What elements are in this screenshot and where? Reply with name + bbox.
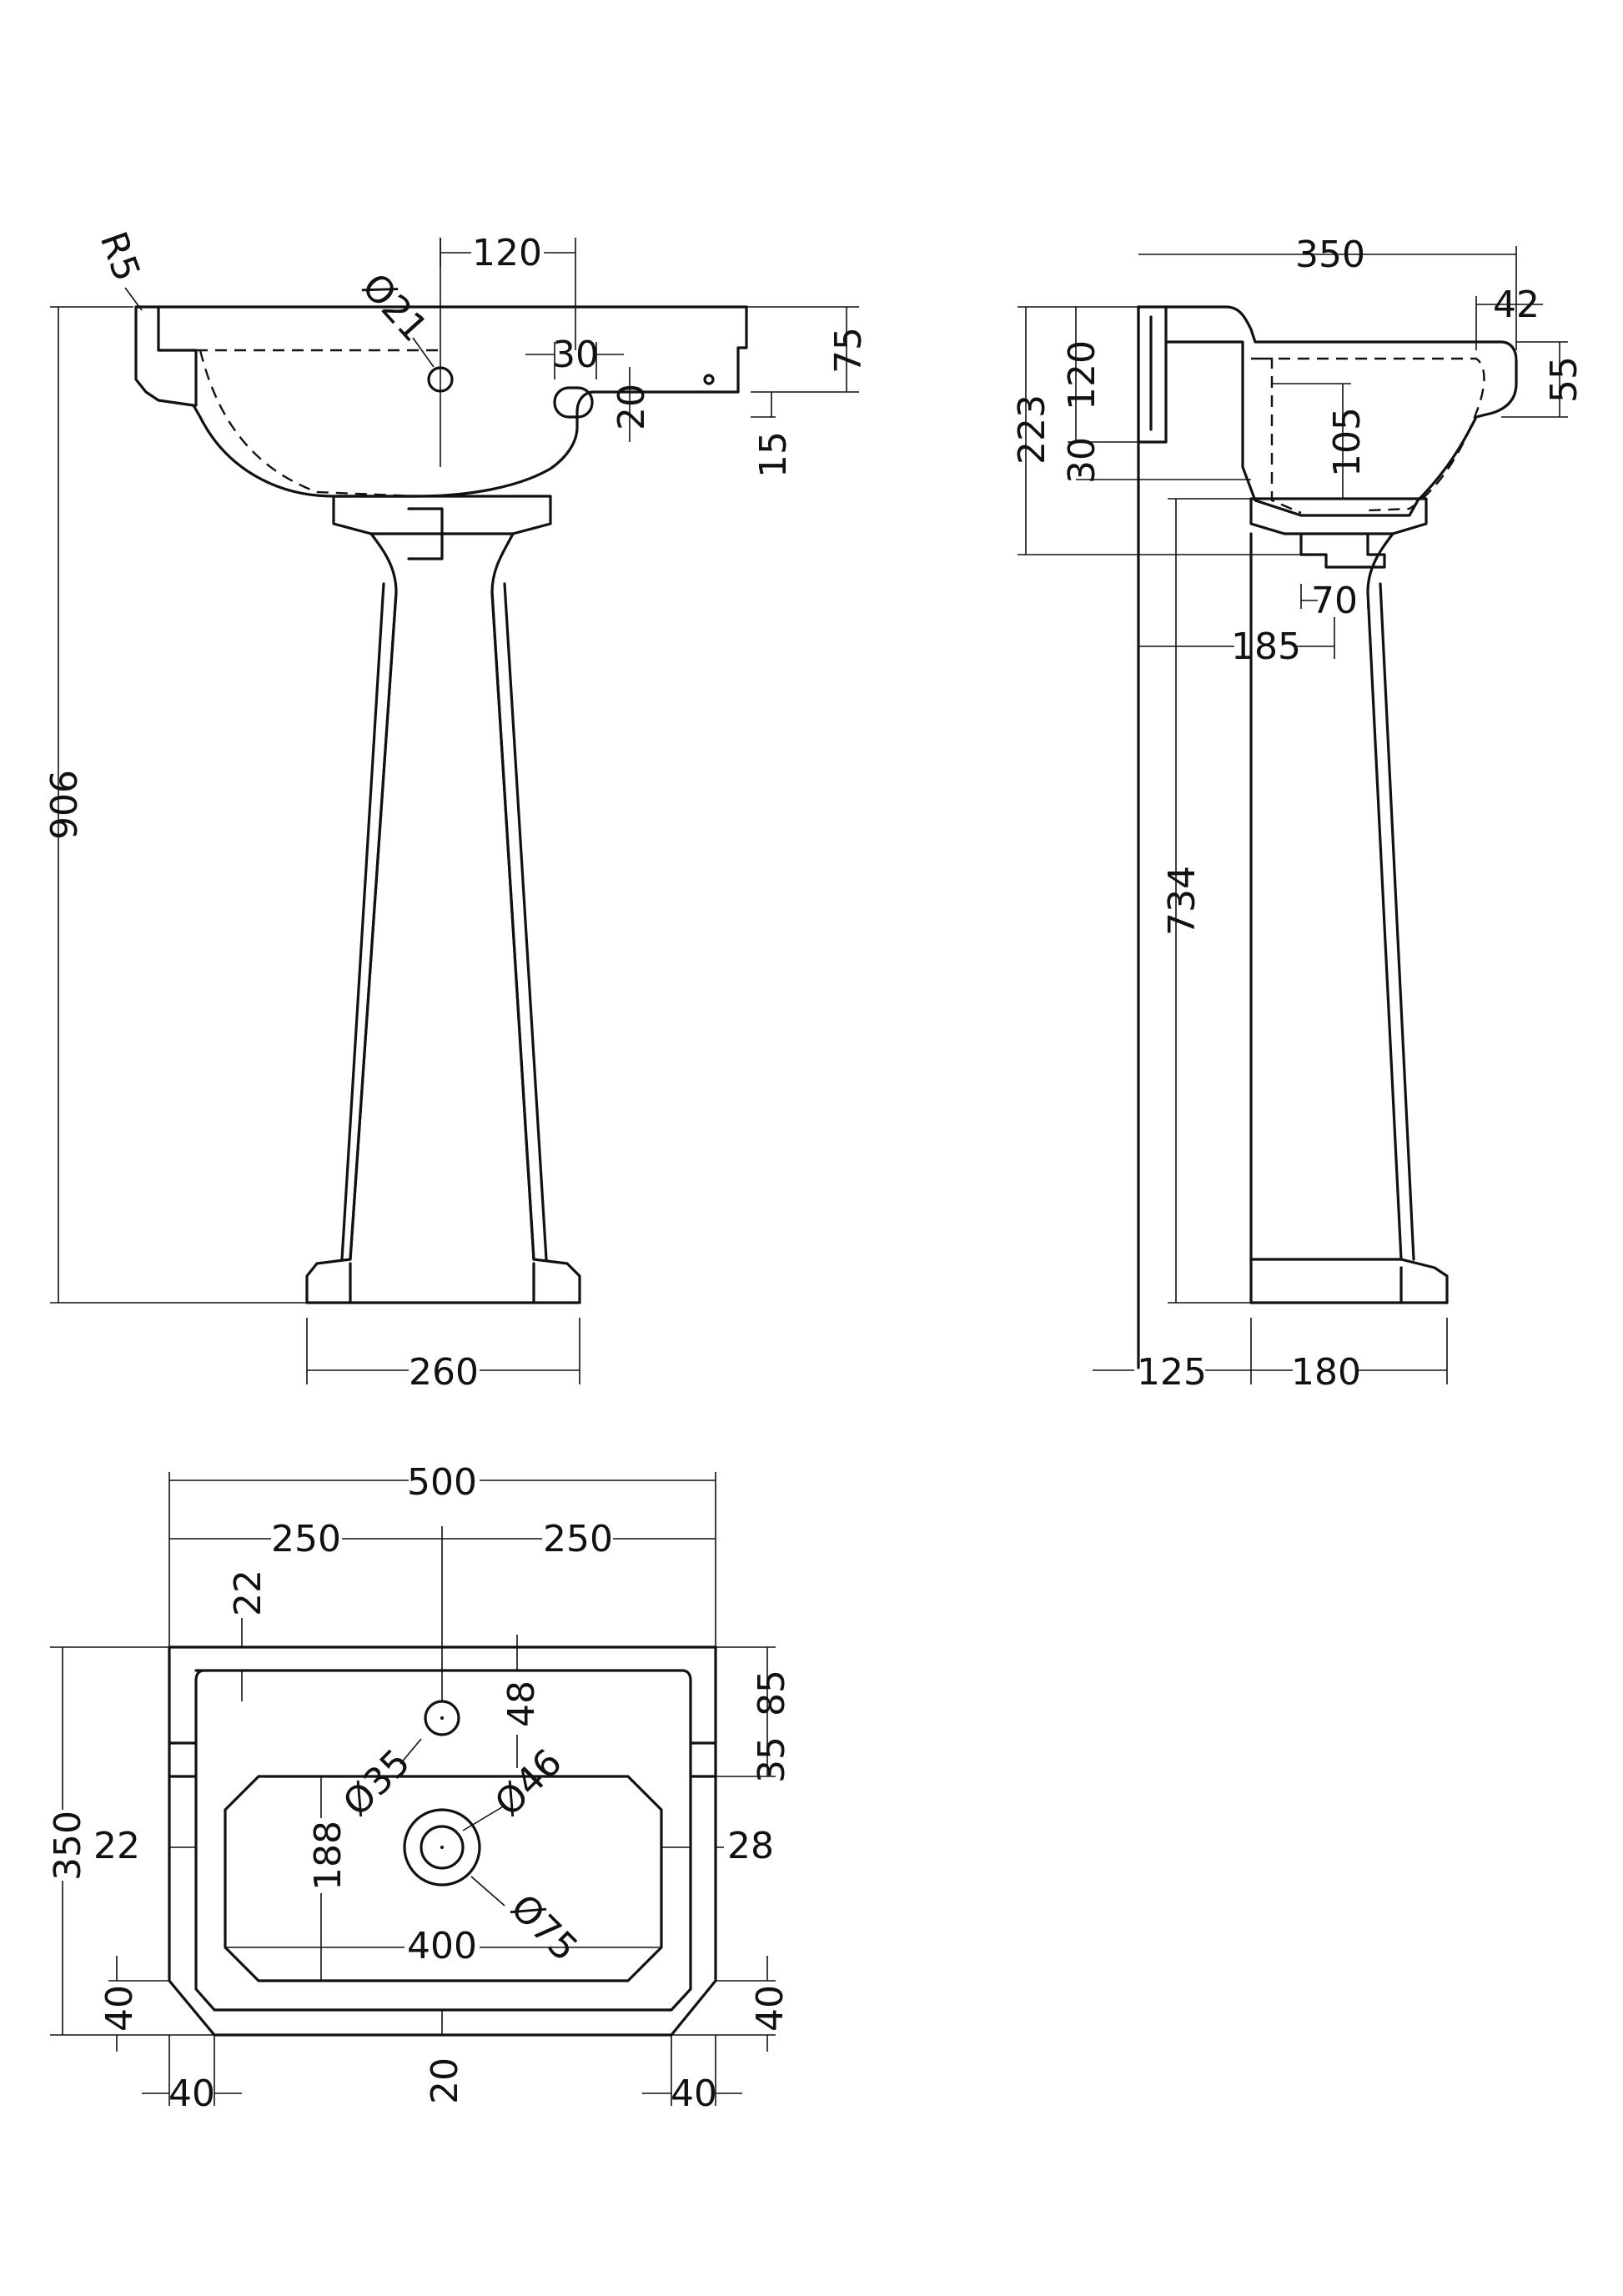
- dim-35-shelf: 35: [751, 1736, 793, 1783]
- front-pedestal-inner-right: [490, 582, 548, 1261]
- plan-inner-rim: [194, 1669, 692, 2012]
- dim-30-overflow: 30: [552, 334, 599, 376]
- dim-185: 185: [1231, 625, 1301, 668]
- front-pedestal-column: [305, 532, 581, 1304]
- dim-dia75: Ø75: [502, 1887, 585, 1970]
- dim-dia35: Ø35: [335, 1741, 419, 1825]
- side-elevation: [1137, 305, 1518, 1369]
- dim-55: 55: [1543, 356, 1585, 403]
- dim-120: 120: [472, 232, 542, 274]
- side-wall-bracket: [1137, 305, 1168, 444]
- dim-40-chamfer-right: 40: [749, 1985, 791, 2032]
- dim-350-plan: 350: [47, 1811, 89, 1881]
- dim-400: 400: [407, 1925, 477, 1967]
- plan-waste-outer: [403, 1808, 481, 1887]
- plan-bowl: [224, 1775, 663, 1982]
- dim-30-side: 30: [1061, 437, 1103, 484]
- plan-waste-inner: [420, 1825, 465, 1870]
- front-pedestal-plinth: [349, 1262, 535, 1304]
- front-pedestal-inner-left: [340, 582, 398, 1261]
- dim-48: 48: [500, 1681, 543, 1727]
- plan-dimensions: 500 250 250 22 48 85 35 Ø35 Ø46 Ø75 22 2…: [47, 1461, 793, 2115]
- dim-22-top: 22: [227, 1570, 269, 1616]
- front-inner-bowl-hidden: [198, 349, 418, 498]
- dim-85: 85: [751, 1670, 793, 1716]
- dim-75: 75: [827, 327, 870, 374]
- dim-260: 260: [409, 1351, 479, 1394]
- dim-350-side: 350: [1295, 234, 1365, 276]
- dim-250-right: 250: [543, 1518, 613, 1560]
- dim-105: 105: [1326, 407, 1369, 477]
- dim-40-chamfer-left: 40: [98, 1985, 141, 2032]
- front-backsplash: [157, 305, 198, 407]
- front-waste-block: [407, 507, 444, 560]
- side-inner-hidden: [1251, 357, 1485, 515]
- dim-180: 180: [1291, 1351, 1361, 1394]
- dim-42: 42: [1493, 284, 1540, 326]
- dim-500: 500: [407, 1461, 477, 1504]
- dim-125: 125: [1137, 1351, 1207, 1394]
- dim-dia46: Ø46: [487, 1741, 570, 1825]
- dim-28-right: 28: [727, 1825, 774, 1867]
- dim-250-left: 250: [271, 1518, 341, 1560]
- dim-223: 223: [1011, 394, 1053, 465]
- plan-shelf-line: [168, 1741, 717, 1778]
- side-pedestal-inner: [1249, 582, 1415, 1304]
- dim-r5: R5: [92, 226, 148, 286]
- dim-40-corner-left: 40: [168, 2072, 215, 2115]
- front-elevation: [134, 238, 748, 1304]
- side-inner-bowl: [1166, 340, 1303, 517]
- dim-70: 70: [1311, 580, 1358, 622]
- side-dimensions: 350 42 55 223 120 30 105 70 185 734 125 …: [1011, 234, 1585, 1394]
- dim-906: 906: [43, 770, 86, 840]
- dim-20-front: 20: [424, 2057, 466, 2104]
- front-overflow-slot: [553, 386, 594, 419]
- front-basin-rim: [134, 305, 748, 498]
- dim-188: 188: [307, 1821, 349, 1891]
- front-small-hole: [703, 374, 715, 385]
- plan-view: [168, 1645, 717, 2037]
- dim-40-corner-right: 40: [671, 2072, 717, 2115]
- dim-15: 15: [752, 431, 795, 478]
- dim-734: 734: [1161, 866, 1203, 936]
- dim-20-overflow: 20: [611, 384, 653, 430]
- dim-22-left: 22: [93, 1825, 140, 1867]
- side-basin-outline: [1137, 305, 1518, 517]
- side-waste: [1299, 532, 1386, 569]
- dim-120-bracket: 120: [1061, 340, 1103, 410]
